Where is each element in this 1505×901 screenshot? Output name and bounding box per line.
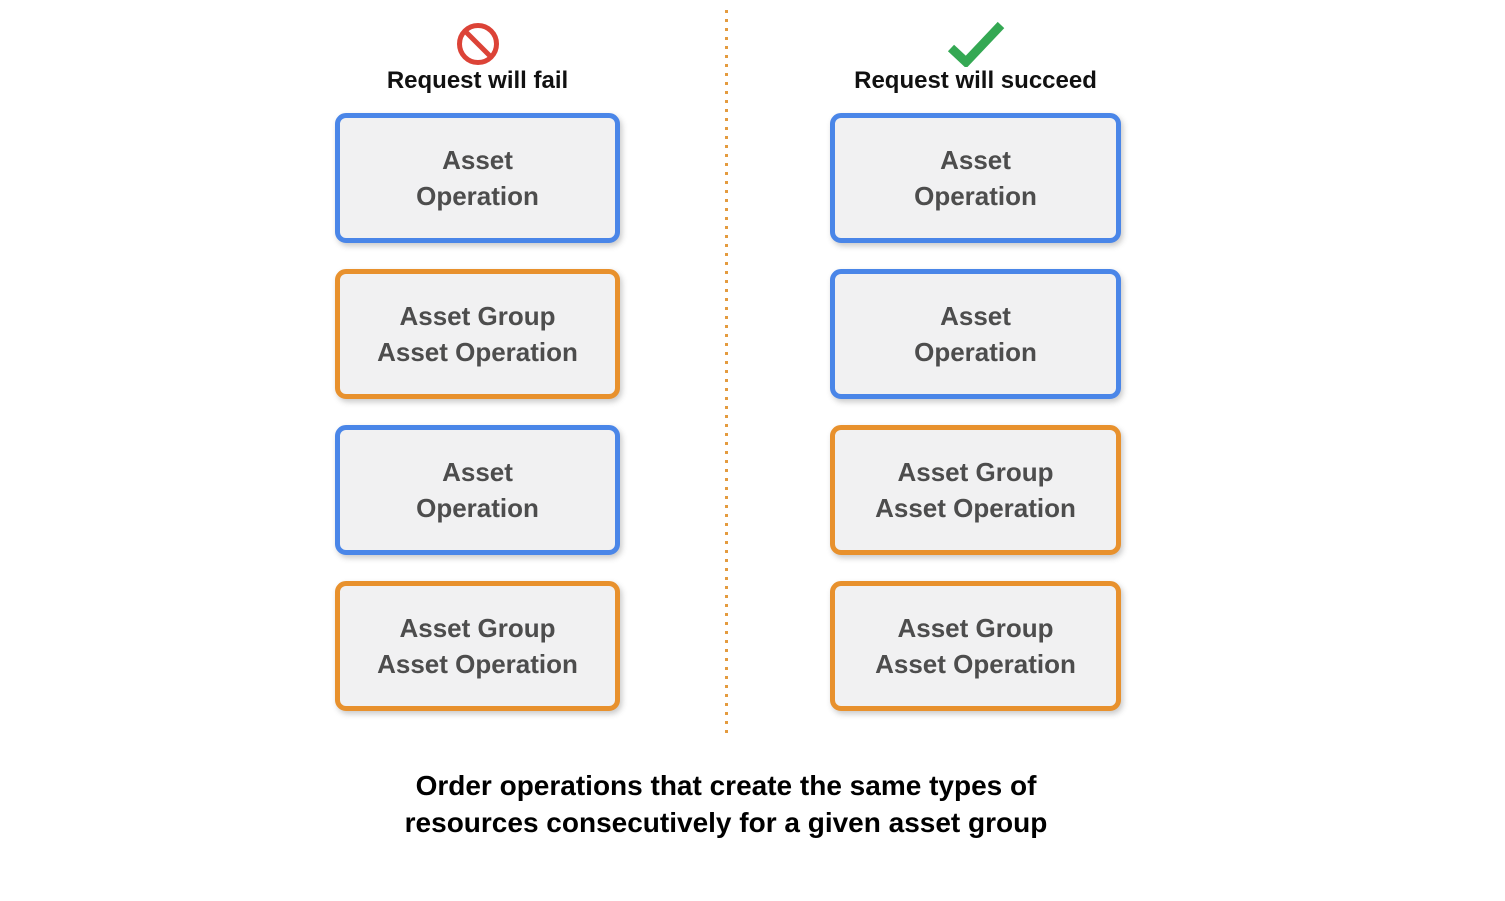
fail-column: Request will fail Asset Operation Asset … bbox=[335, 0, 620, 737]
dotted-divider bbox=[725, 10, 728, 736]
fail-icon-wrap bbox=[335, 21, 620, 67]
asset-group-asset-operation-box: Asset Group Asset Operation bbox=[830, 425, 1121, 555]
asset-operation-box: Asset Operation bbox=[830, 269, 1121, 399]
fail-column-title: Request will fail bbox=[386, 67, 569, 94]
caption-line: Order operations that create the same ty… bbox=[415, 770, 1037, 801]
box-label-line: Asset bbox=[442, 457, 513, 487]
box-label-line: Operation bbox=[914, 181, 1037, 211]
succeed-icon-wrap bbox=[830, 21, 1121, 67]
succeed-column-title: Request will succeed bbox=[854, 67, 1097, 94]
box-label-line: Asset bbox=[940, 145, 1011, 175]
succeed-column: Request will succeed Asset Operation Ass… bbox=[830, 0, 1121, 737]
box-label-line: Operation bbox=[914, 337, 1037, 367]
caption-line: resources consecutively for a given asse… bbox=[404, 807, 1048, 838]
asset-group-asset-operation-box: Asset Group Asset Operation bbox=[335, 581, 620, 711]
asset-operation-box: Asset Operation bbox=[830, 113, 1121, 243]
succeed-column-header: Request will succeed bbox=[830, 21, 1121, 95]
asset-group-asset-operation-box: Asset Group Asset Operation bbox=[335, 269, 620, 399]
prohibition-icon bbox=[456, 23, 499, 65]
box-label-line: Asset Group bbox=[399, 301, 556, 331]
asset-operation-box: Asset Operation bbox=[335, 113, 620, 243]
box-label-line: Asset Operation bbox=[875, 493, 1076, 523]
checkmark-icon bbox=[947, 21, 1004, 67]
fail-column-header: Request will fail bbox=[335, 21, 620, 95]
box-label-line: Operation bbox=[416, 493, 539, 523]
box-label-line: Asset bbox=[940, 301, 1011, 331]
box-label-line: Asset bbox=[442, 145, 513, 175]
box-label-line: Asset Group bbox=[399, 613, 556, 643]
box-label-line: Operation bbox=[416, 181, 539, 211]
box-label-line: Asset Group bbox=[897, 457, 1054, 487]
box-label-line: Asset Group bbox=[897, 613, 1054, 643]
box-label-line: Asset Operation bbox=[377, 649, 578, 679]
box-label-line: Asset Operation bbox=[875, 649, 1076, 679]
diagram-caption: Order operations that create the same ty… bbox=[326, 767, 1126, 841]
asset-group-asset-operation-box: Asset Group Asset Operation bbox=[830, 581, 1121, 711]
box-label-line: Asset Operation bbox=[377, 337, 578, 367]
asset-operation-box: Asset Operation bbox=[335, 425, 620, 555]
